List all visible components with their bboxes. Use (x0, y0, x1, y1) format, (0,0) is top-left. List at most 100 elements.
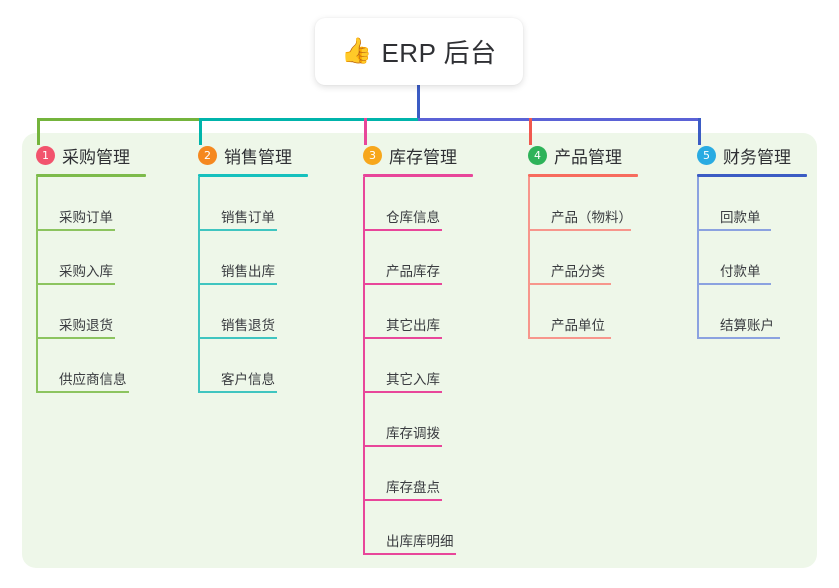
column-header-inventory[interactable]: 3 库存管理 (363, 143, 473, 167)
number-badge-product: 4 (528, 145, 547, 165)
segment-green (37, 118, 202, 121)
list-item-label: 库存盘点 (386, 480, 440, 495)
list-item-label: 销售出库 (221, 264, 275, 279)
drop-inventory (364, 118, 367, 145)
drop-purchase (37, 118, 40, 145)
segment-teal (199, 118, 418, 121)
list-item-label: 回款单 (720, 210, 761, 225)
list-item[interactable]: 产品（物料） (528, 177, 638, 231)
list-item[interactable]: 库存盘点 (363, 447, 473, 501)
list-item-rule (697, 337, 780, 339)
column-header-product[interactable]: 4 产品管理 (528, 143, 638, 167)
thumbs-up-icon: 👍 (341, 37, 373, 65)
column-items-purchase: 采购订单采购入库采购退货供应商信息 (36, 177, 146, 393)
list-item-label: 其它入库 (386, 372, 440, 387)
list-item-label: 客户信息 (221, 372, 275, 387)
column-rule-product (528, 174, 638, 177)
list-item[interactable]: 仓库信息 (363, 177, 473, 231)
column-purchase: 1 采购管理采购订单采购入库采购退货供应商信息 (36, 143, 146, 393)
list-item[interactable]: 销售订单 (198, 177, 308, 231)
list-item-rule (198, 391, 277, 393)
list-item[interactable]: 产品库存 (363, 231, 473, 285)
drop-finance (698, 118, 701, 145)
column-spine-purchase (36, 177, 38, 393)
column-spine-finance (697, 177, 699, 339)
list-item-label: 产品分类 (551, 264, 605, 279)
list-item-rule (363, 337, 442, 339)
list-item-label: 产品库存 (386, 264, 440, 279)
list-item[interactable]: 采购订单 (36, 177, 146, 231)
column-title-inventory: 库存管理 (389, 147, 457, 167)
column-spine-product (528, 177, 530, 339)
root-node-card[interactable]: 👍 ERP 后台 (315, 18, 523, 85)
list-item[interactable]: 付款单 (697, 231, 807, 285)
list-item[interactable]: 出库库明细 (363, 501, 473, 555)
column-items-product: 产品（物料） 产品分类产品单位 (528, 177, 638, 339)
number-badge-sales: 2 (198, 145, 217, 165)
list-item-rule (363, 229, 442, 231)
list-item-rule (36, 337, 115, 339)
list-item[interactable]: 其它入库 (363, 339, 473, 393)
list-item-label: 库存调拨 (386, 426, 440, 441)
list-item-rule (36, 229, 115, 231)
list-item-rule (198, 283, 277, 285)
list-item[interactable]: 结算账户 (697, 285, 807, 339)
column-title-purchase: 采购管理 (62, 147, 130, 167)
column-rule-purchase (36, 174, 146, 177)
list-item-rule (697, 229, 771, 231)
list-item[interactable]: 产品分类 (528, 231, 638, 285)
list-item-rule (528, 229, 631, 231)
list-item[interactable]: 库存调拨 (363, 393, 473, 447)
list-item-rule (363, 391, 442, 393)
number-badge-purchase: 1 (36, 145, 55, 165)
list-item[interactable]: 产品单位 (528, 285, 638, 339)
list-item-rule (363, 283, 442, 285)
list-item-label: 结算账户 (720, 318, 774, 333)
column-header-purchase[interactable]: 1 采购管理 (36, 143, 146, 167)
diagram-panel (22, 133, 817, 568)
list-item[interactable]: 客户信息 (198, 339, 308, 393)
list-item-label: 仓库信息 (386, 210, 440, 225)
segment-indigo (418, 118, 701, 121)
list-item-rule (198, 337, 277, 339)
list-item-label: 销售订单 (221, 210, 275, 225)
list-item-label: 付款单 (720, 264, 761, 279)
trunk-line (417, 85, 420, 121)
list-item-rule (36, 283, 115, 285)
column-title-product: 产品管理 (554, 147, 622, 167)
list-item-label: 其它出库 (386, 318, 440, 333)
column-header-sales[interactable]: 2 销售管理 (198, 143, 308, 167)
list-item[interactable]: 采购入库 (36, 231, 146, 285)
list-item-label: 采购订单 (59, 210, 113, 225)
list-item[interactable]: 采购退货 (36, 285, 146, 339)
column-items-inventory: 仓库信息产品库存其它出库其它入库库存调拨库存盘点出库库明细 (363, 177, 473, 555)
column-rule-finance (697, 174, 807, 177)
list-item-rule (363, 499, 442, 501)
number-badge-inventory: 3 (363, 145, 382, 165)
drop-sales (199, 118, 202, 145)
column-rule-sales (198, 174, 308, 177)
list-item-label: 产品单位 (551, 318, 605, 333)
list-item-label: 产品（物料） (551, 210, 632, 225)
root-node-title: ERP 后台 (381, 38, 497, 68)
list-item-label: 供应商信息 (59, 372, 127, 387)
column-inventory: 3 库存管理仓库信息产品库存其它出库其它入库库存调拨库存盘点出库库明细 (363, 143, 473, 555)
list-item[interactable]: 其它出库 (363, 285, 473, 339)
column-sales: 2 销售管理销售订单销售出库销售退货客户信息 (198, 143, 308, 393)
column-items-finance: 回款单付款单结算账户 (697, 177, 807, 339)
list-item[interactable]: 供应商信息 (36, 339, 146, 393)
column-title-sales: 销售管理 (224, 147, 292, 167)
column-spine-sales (198, 177, 200, 393)
column-rule-inventory (363, 174, 473, 177)
list-item[interactable]: 销售出库 (198, 231, 308, 285)
list-item[interactable]: 回款单 (697, 177, 807, 231)
list-item-rule (363, 445, 442, 447)
list-item-rule (528, 337, 611, 339)
column-spine-inventory (363, 177, 365, 555)
column-title-finance: 财务管理 (723, 147, 791, 167)
list-item-rule (36, 391, 129, 393)
list-item-label: 采购入库 (59, 264, 113, 279)
list-item-label: 销售退货 (221, 318, 275, 333)
list-item[interactable]: 销售退货 (198, 285, 308, 339)
